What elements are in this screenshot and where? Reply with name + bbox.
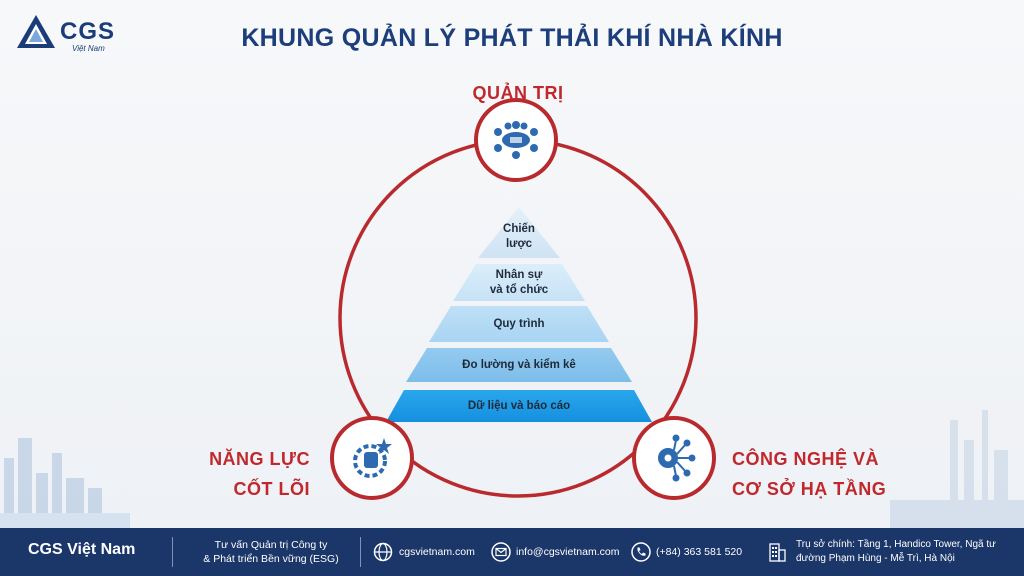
footer-website-link[interactable]: cgsvietnam.com bbox=[399, 546, 475, 558]
technology-label-line1: CÔNG NGHỆ VÀ bbox=[732, 449, 880, 469]
pyramid-text-strategy-line1: Chiến bbox=[503, 223, 535, 235]
company-logo: CGS Việt Nam bbox=[14, 12, 124, 53]
pyramid-level-process bbox=[429, 306, 609, 342]
footer-divider bbox=[172, 537, 173, 567]
pyramid-text-process: Quy trình bbox=[493, 318, 545, 330]
governance-label: QUẢN TRỊ bbox=[472, 83, 564, 103]
phone-icon bbox=[631, 542, 651, 562]
city-decoration bbox=[0, 438, 130, 528]
email-icon bbox=[491, 542, 511, 562]
logo-text: CGS bbox=[60, 18, 116, 45]
skyline-decoration bbox=[890, 410, 1024, 528]
footer-email-link[interactable]: info@cgsvietnam.com bbox=[516, 546, 620, 558]
pyramid-text-strategy: Chiến lược bbox=[469, 222, 569, 252]
pyramid-level-strategy bbox=[478, 207, 560, 258]
pyramid-level-people bbox=[453, 264, 585, 301]
pyramid-level-data bbox=[386, 390, 652, 422]
building-icon bbox=[769, 543, 786, 562]
competency-label-line1: NĂNG LỰC bbox=[209, 449, 310, 469]
footer-address-line2: đường Phạm Hùng - Mễ Trì, Hà Nội bbox=[796, 553, 955, 564]
logo-mark-icon bbox=[17, 15, 55, 48]
footer-service-line2: & Phát triển Bền vững (ESG) bbox=[203, 553, 339, 565]
footer-phone[interactable]: (+84) 363 581 520 bbox=[656, 546, 743, 558]
meeting-table-icon bbox=[494, 121, 538, 159]
technology-label: CÔNG NGHỆ VÀ CƠ SỞ HẠ TẦNG bbox=[732, 444, 902, 504]
technology-label-line2: CƠ SỞ HẠ TẦNG bbox=[732, 479, 887, 499]
footer-service-line1: Tư vấn Quản trị Công ty bbox=[214, 539, 328, 551]
framework-diagram bbox=[330, 98, 716, 500]
pyramid-text-people-line1: Nhân sự bbox=[495, 269, 543, 281]
slide: CGS Việt Nam KHUNG QUẢN LÝ PHÁT THẢI KHÍ… bbox=[0, 0, 1024, 528]
footer-divider bbox=[360, 537, 361, 567]
logo-subtext: Việt Nam bbox=[72, 44, 105, 53]
footer-brand: CGS Việt Nam bbox=[28, 541, 136, 558]
footer: CGS Việt Nam Tư vấn Quản trị Công ty & P… bbox=[0, 528, 1024, 576]
footer-address: Trụ sở chính: Tầng 1, Handico Tower, Ngã… bbox=[796, 538, 1018, 566]
pyramid-text-people: Nhân sự và tổ chức bbox=[459, 268, 579, 298]
pyramid-level-measure bbox=[406, 348, 632, 382]
pyramid-text-strategy-line2: lược bbox=[505, 238, 533, 250]
footer-service: Tư vấn Quản trị Công ty & Phát triển Bền… bbox=[186, 538, 356, 566]
network-gear-icon bbox=[658, 434, 696, 482]
globe-icon bbox=[373, 542, 393, 562]
pyramid-text-data: Dữ liệu và báo cáo bbox=[467, 400, 571, 412]
competency-label-line2: CỐT LÕI bbox=[233, 479, 310, 499]
page-title: KHUNG QUẢN LÝ PHÁT THẢI KHÍ NHÀ KÍNH bbox=[241, 24, 783, 52]
competency-label: NĂNG LỰC CỐT LÕI bbox=[170, 444, 310, 504]
fist-gear-icon bbox=[353, 438, 392, 478]
footer-address-line1: Trụ sở chính: Tầng 1, Handico Tower, Ngã… bbox=[796, 539, 996, 550]
pyramid-text-people-line2: và tổ chức bbox=[489, 284, 549, 296]
pyramid-text-measure: Đo lường và kiểm kê bbox=[462, 359, 576, 371]
